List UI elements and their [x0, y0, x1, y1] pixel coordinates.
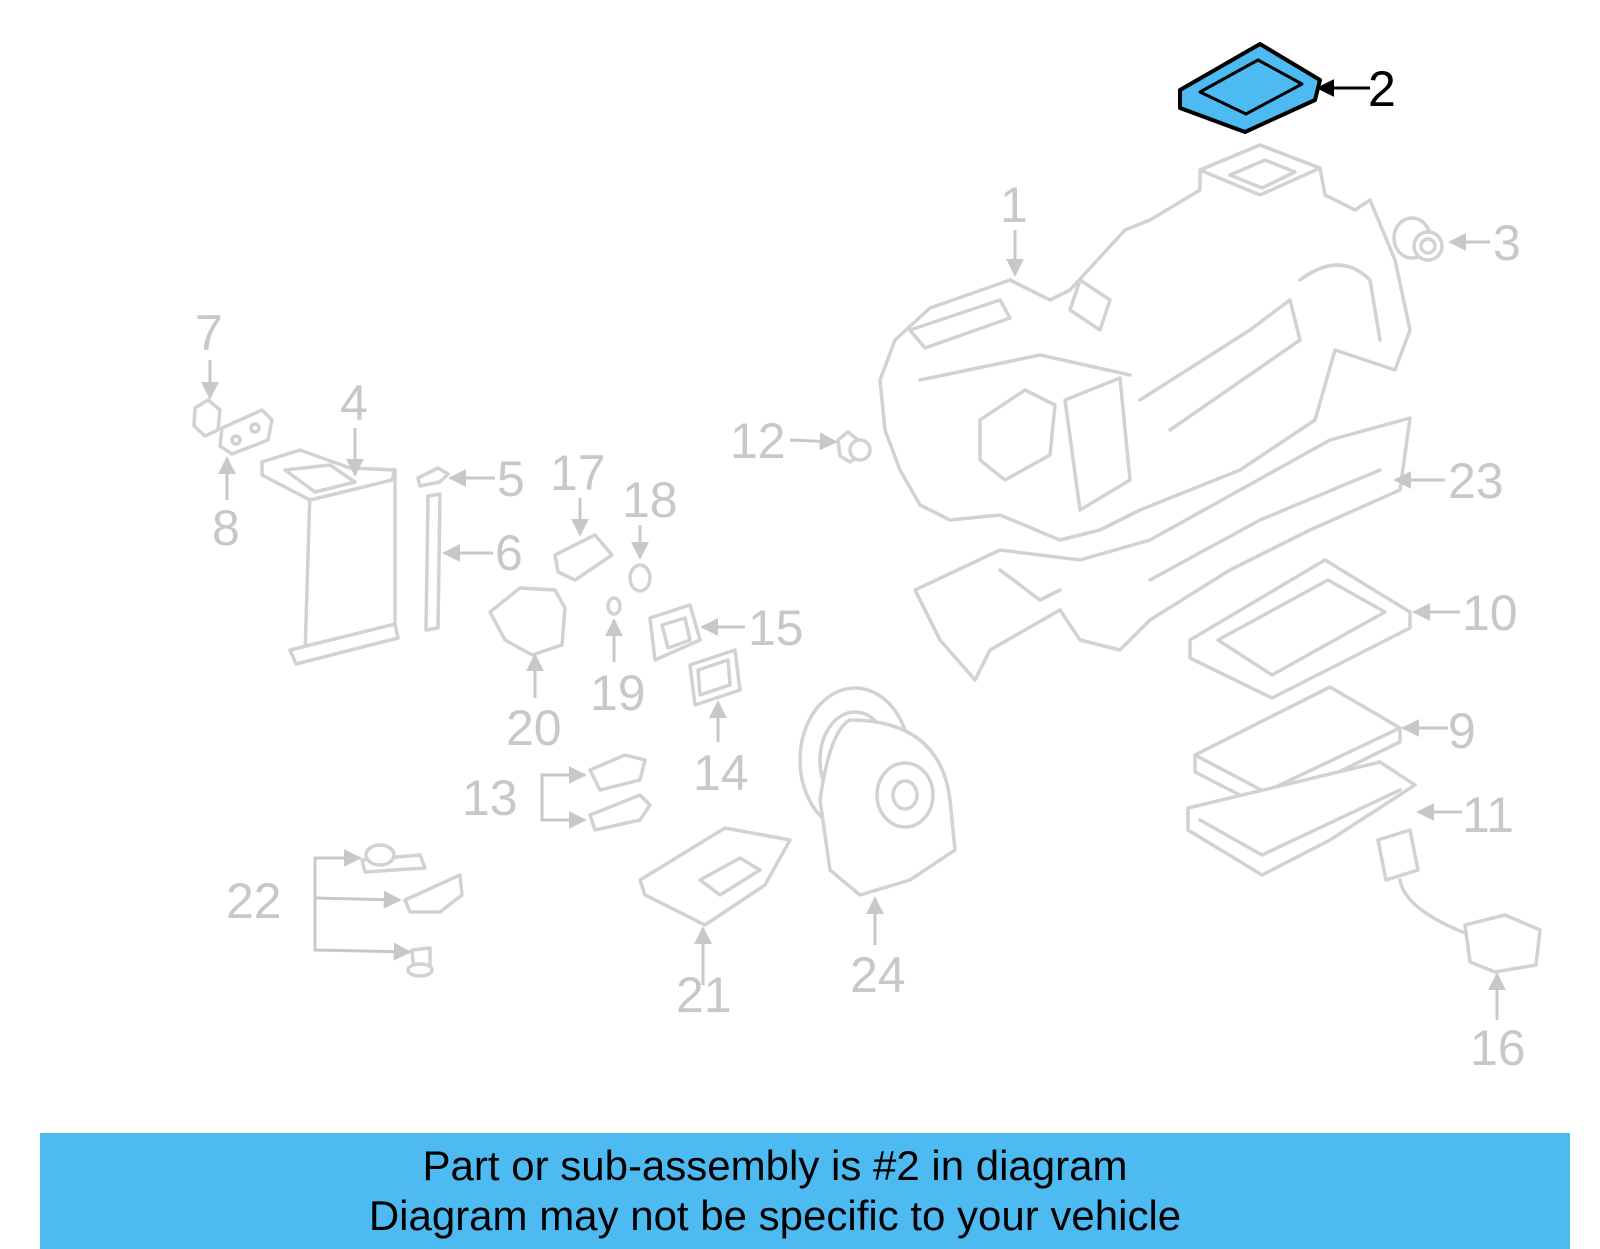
callout-7[interactable]: 7: [195, 305, 223, 361]
callout-13-leader-b: [540, 795, 587, 829]
callout-4[interactable]: 4: [340, 375, 368, 431]
part-12-clip: [836, 430, 872, 464]
callout-13-leader-a: [540, 766, 587, 795]
callout-2[interactable]: 2: [1368, 61, 1396, 117]
callout-12[interactable]: 12: [730, 413, 786, 469]
callout-20[interactable]: 20: [506, 700, 562, 756]
part-7-clip: [192, 398, 222, 438]
part-20-cover: [488, 586, 567, 657]
part-17-actuator: [553, 533, 614, 582]
callout-9[interactable]: 9: [1448, 703, 1476, 759]
callout-24[interactable]: 24: [850, 947, 906, 1003]
callout-19[interactable]: 19: [590, 665, 646, 721]
part-13-brackets: [588, 753, 652, 832]
callout-8[interactable]: 8: [212, 500, 240, 556]
info-banner: Part or sub-assembly is #2 in diagram Di…: [40, 1133, 1570, 1249]
callout-12-leader: [789, 432, 838, 451]
callout-6[interactable]: 6: [495, 525, 523, 581]
callout-17[interactable]: 17: [550, 445, 606, 501]
part-18-o-ring: [628, 563, 652, 593]
callout-22[interactable]: 22: [226, 873, 282, 929]
part-3-grommet: [1392, 216, 1444, 262]
callout-21[interactable]: 21: [676, 967, 732, 1023]
callout-22-leader-a: [313, 849, 362, 898]
part-16-wire-harness: [1376, 828, 1542, 974]
callout-13[interactable]: 13: [462, 770, 518, 826]
part-6-strip-seal: [424, 492, 442, 632]
callout-18[interactable]: 18: [622, 472, 678, 528]
banner-line-1: Part or sub-assembly is #2 in diagram: [422, 1142, 1128, 1189]
part-2-gasket[interactable]: [1178, 42, 1322, 134]
part-8-gasket-plate: [218, 408, 274, 456]
callout-11[interactable]: 11: [1462, 787, 1514, 843]
parts-diagram: 2 1 23 3 12 10: [192, 42, 1542, 1076]
part-22-fasteners: [360, 843, 464, 978]
part-10-filter-frame: [1188, 558, 1412, 700]
part-4-heater-core: [260, 448, 400, 666]
part-5-seal: [416, 466, 450, 488]
callout-22-leader-c: [313, 898, 412, 961]
part-21-blower-cover: [638, 826, 792, 927]
callout-23[interactable]: 23: [1448, 453, 1504, 509]
callout-1[interactable]: 1: [1000, 177, 1028, 233]
callout-22-leader-b: [314, 890, 402, 909]
callout-15[interactable]: 15: [748, 600, 804, 656]
callout-3[interactable]: 3: [1493, 215, 1521, 271]
callout-10[interactable]: 10: [1462, 585, 1518, 641]
part-15-bracket: [648, 603, 702, 662]
part-1-hvac-housing: [878, 143, 1412, 542]
part-14-connector: [688, 648, 742, 707]
part-23-lower-case: [913, 416, 1412, 682]
part-19-clip: [606, 596, 622, 616]
part-11-filter-cover: [1186, 760, 1417, 877]
callout-14[interactable]: 14: [693, 745, 749, 801]
callout-5[interactable]: 5: [497, 451, 525, 507]
part-24-blower-motor: [798, 686, 957, 897]
banner-line-2: Diagram may not be specific to your vehi…: [368, 1192, 1182, 1239]
callout-16[interactable]: 16: [1470, 1020, 1526, 1076]
